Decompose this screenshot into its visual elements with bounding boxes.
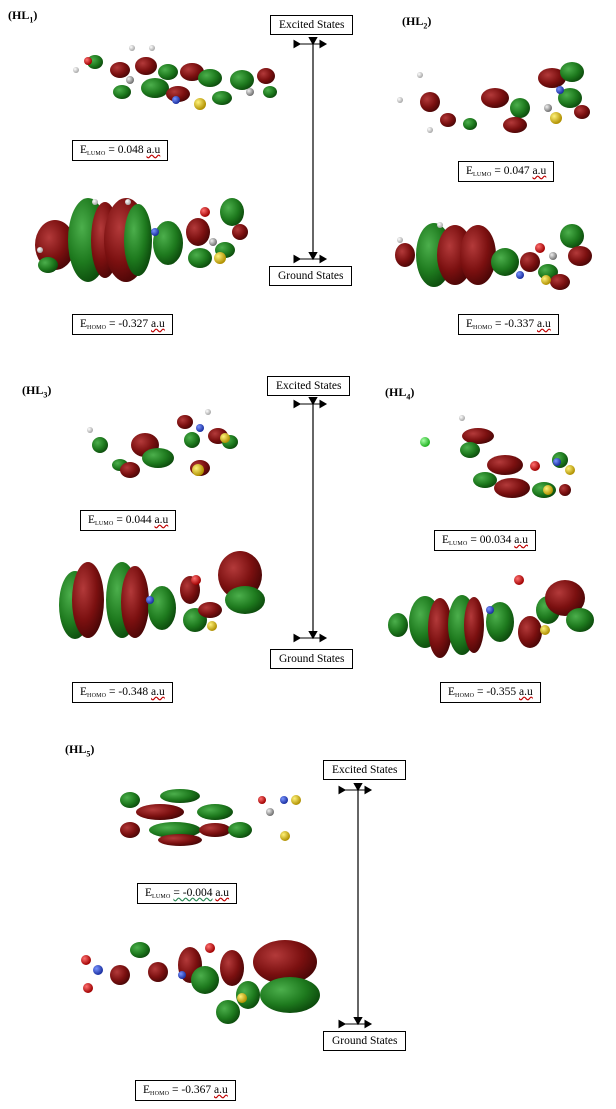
- hl3-lumo-energy: ELUMO = 0.044 a.u: [80, 510, 177, 531]
- ground-states-box-2: Ground States: [270, 649, 354, 669]
- hl1-lumo-energy: ELUMO = 0.048 a.u: [72, 140, 169, 161]
- excited-states-box-2: Excited States: [267, 376, 351, 396]
- hl2-lumo-orbital: [397, 62, 590, 133]
- hl4-homo-energy: EHOMO = -0.355 a.u: [440, 682, 541, 703]
- panel-label-hl1: (HL1): [8, 8, 38, 25]
- hl2-homo-orbital: [395, 222, 592, 290]
- arrow-group-1: [293, 36, 328, 264]
- hl1-homo-energy: EHOMO = -0.327 a.u: [72, 314, 173, 335]
- panel-label-hl3: (HL3): [22, 383, 52, 400]
- panel-label-hl2: (HL2): [402, 14, 432, 31]
- hl3-homo-orbital: [59, 551, 265, 639]
- arrow-group-3: [338, 782, 373, 1029]
- hl5-lumo-energy: ELUMO = -0.004 a.u: [137, 883, 238, 904]
- arrow-group-2: [293, 396, 328, 643]
- hl3-lumo-orbital: [87, 409, 238, 478]
- hl1-homo-orbital: [35, 198, 248, 282]
- hl5-homo-orbital: [81, 940, 320, 1024]
- panel-label-hl4: (HL4): [385, 385, 415, 402]
- hl5-homo-energy: EHOMO = -0.367 a.u: [135, 1080, 236, 1101]
- hl2-lumo-energy: ELUMO = 0.047 a.u: [458, 161, 555, 182]
- panel-label-hl5: (HL5): [65, 742, 95, 759]
- hl5-lumo-orbital: [120, 789, 301, 846]
- excited-states-box-1: Excited States: [270, 15, 354, 35]
- ground-states-box-3: Ground States: [323, 1031, 407, 1051]
- hl4-homo-orbital: [388, 575, 594, 658]
- hl3-homo-energy: EHOMO = -0.348 a.u: [72, 682, 173, 703]
- ground-states-box-1: Ground States: [269, 266, 353, 286]
- hl2-homo-energy: EHOMO = -0.337 a.u: [458, 314, 559, 335]
- hl4-lumo-orbital: [420, 415, 575, 498]
- hl4-lumo-energy: ELUMO = 00.034 a.u: [434, 530, 536, 551]
- excited-states-box-3: Excited States: [323, 760, 407, 780]
- hl1-lumo-orbital: [73, 45, 277, 110]
